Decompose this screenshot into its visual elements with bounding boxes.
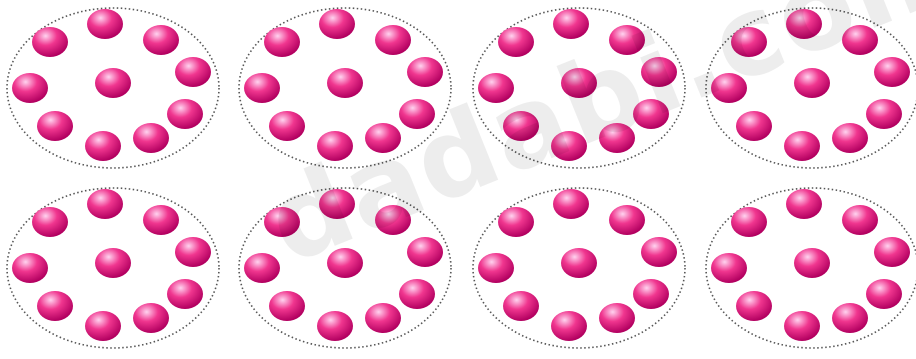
ball-group-3	[473, 8, 685, 168]
pink-ball	[399, 279, 435, 309]
pink-ball	[87, 9, 123, 39]
pink-ball	[407, 237, 443, 267]
pink-ball	[37, 111, 73, 141]
pink-ball	[599, 303, 635, 333]
pink-ball	[874, 57, 910, 87]
ball-group-6	[239, 188, 451, 348]
pink-ball	[32, 27, 68, 57]
pink-ball	[503, 291, 539, 321]
pink-ball	[175, 237, 211, 267]
pink-ball	[784, 131, 820, 161]
pink-ball	[633, 99, 669, 129]
pink-ball	[561, 248, 597, 278]
pink-ball	[641, 237, 677, 267]
pink-ball	[375, 205, 411, 235]
pink-ball	[553, 9, 589, 39]
pink-ball	[317, 311, 353, 341]
pink-ball	[561, 68, 597, 98]
pink-ball	[633, 279, 669, 309]
pink-ball	[327, 248, 363, 278]
pink-ball	[866, 279, 902, 309]
pink-ball	[244, 253, 280, 283]
pink-ball	[85, 311, 121, 341]
pink-ball	[498, 207, 534, 237]
pink-ball	[133, 303, 169, 333]
pink-ball	[786, 189, 822, 219]
pink-ball	[478, 73, 514, 103]
pink-ball	[478, 253, 514, 283]
ball-group-2	[239, 8, 451, 168]
pink-ball	[327, 68, 363, 98]
pink-ball	[95, 248, 131, 278]
ball-group-4	[706, 8, 916, 168]
pink-ball	[711, 73, 747, 103]
pink-ball	[264, 207, 300, 237]
pink-ball	[143, 205, 179, 235]
pink-ball	[365, 123, 401, 153]
pink-ball	[175, 57, 211, 87]
pink-ball	[167, 279, 203, 309]
pink-ball	[498, 27, 534, 57]
pink-ball	[736, 111, 772, 141]
ball-group-1	[7, 8, 219, 168]
pink-ball	[731, 207, 767, 237]
pink-ball	[609, 25, 645, 55]
pink-ball	[842, 205, 878, 235]
pink-ball	[609, 205, 645, 235]
pink-ball	[599, 123, 635, 153]
pink-ball	[794, 68, 830, 98]
pink-ball	[37, 291, 73, 321]
pink-ball	[319, 9, 355, 39]
pink-ball	[85, 131, 121, 161]
pink-ball	[866, 99, 902, 129]
pink-ball	[12, 253, 48, 283]
pink-ball	[551, 131, 587, 161]
pink-ball	[365, 303, 401, 333]
pink-ball	[269, 111, 305, 141]
pink-ball	[553, 189, 589, 219]
pink-ball	[167, 99, 203, 129]
pink-ball	[143, 25, 179, 55]
pink-ball	[832, 303, 868, 333]
ball-group-5	[7, 188, 219, 348]
pink-ball	[842, 25, 878, 55]
pink-ball	[407, 57, 443, 87]
pink-ball	[32, 207, 68, 237]
pink-ball	[711, 253, 747, 283]
pink-ball	[399, 99, 435, 129]
pink-ball	[95, 68, 131, 98]
pink-ball	[133, 123, 169, 153]
pink-ball	[832, 123, 868, 153]
pink-ball	[784, 311, 820, 341]
pink-ball	[375, 25, 411, 55]
pink-ball	[731, 27, 767, 57]
pink-ball	[317, 131, 353, 161]
pink-ball	[87, 189, 123, 219]
ball-group-7	[473, 188, 685, 348]
pink-ball	[319, 189, 355, 219]
pink-ball	[503, 111, 539, 141]
pink-ball	[736, 291, 772, 321]
pink-ball	[786, 9, 822, 39]
pink-ball	[551, 311, 587, 341]
pink-ball	[264, 27, 300, 57]
pink-ball	[269, 291, 305, 321]
ball-group-8	[706, 188, 916, 348]
pink-ball	[12, 73, 48, 103]
pink-ball	[794, 248, 830, 278]
pink-ball	[244, 73, 280, 103]
pink-ball	[641, 57, 677, 87]
pink-ball	[874, 237, 910, 267]
